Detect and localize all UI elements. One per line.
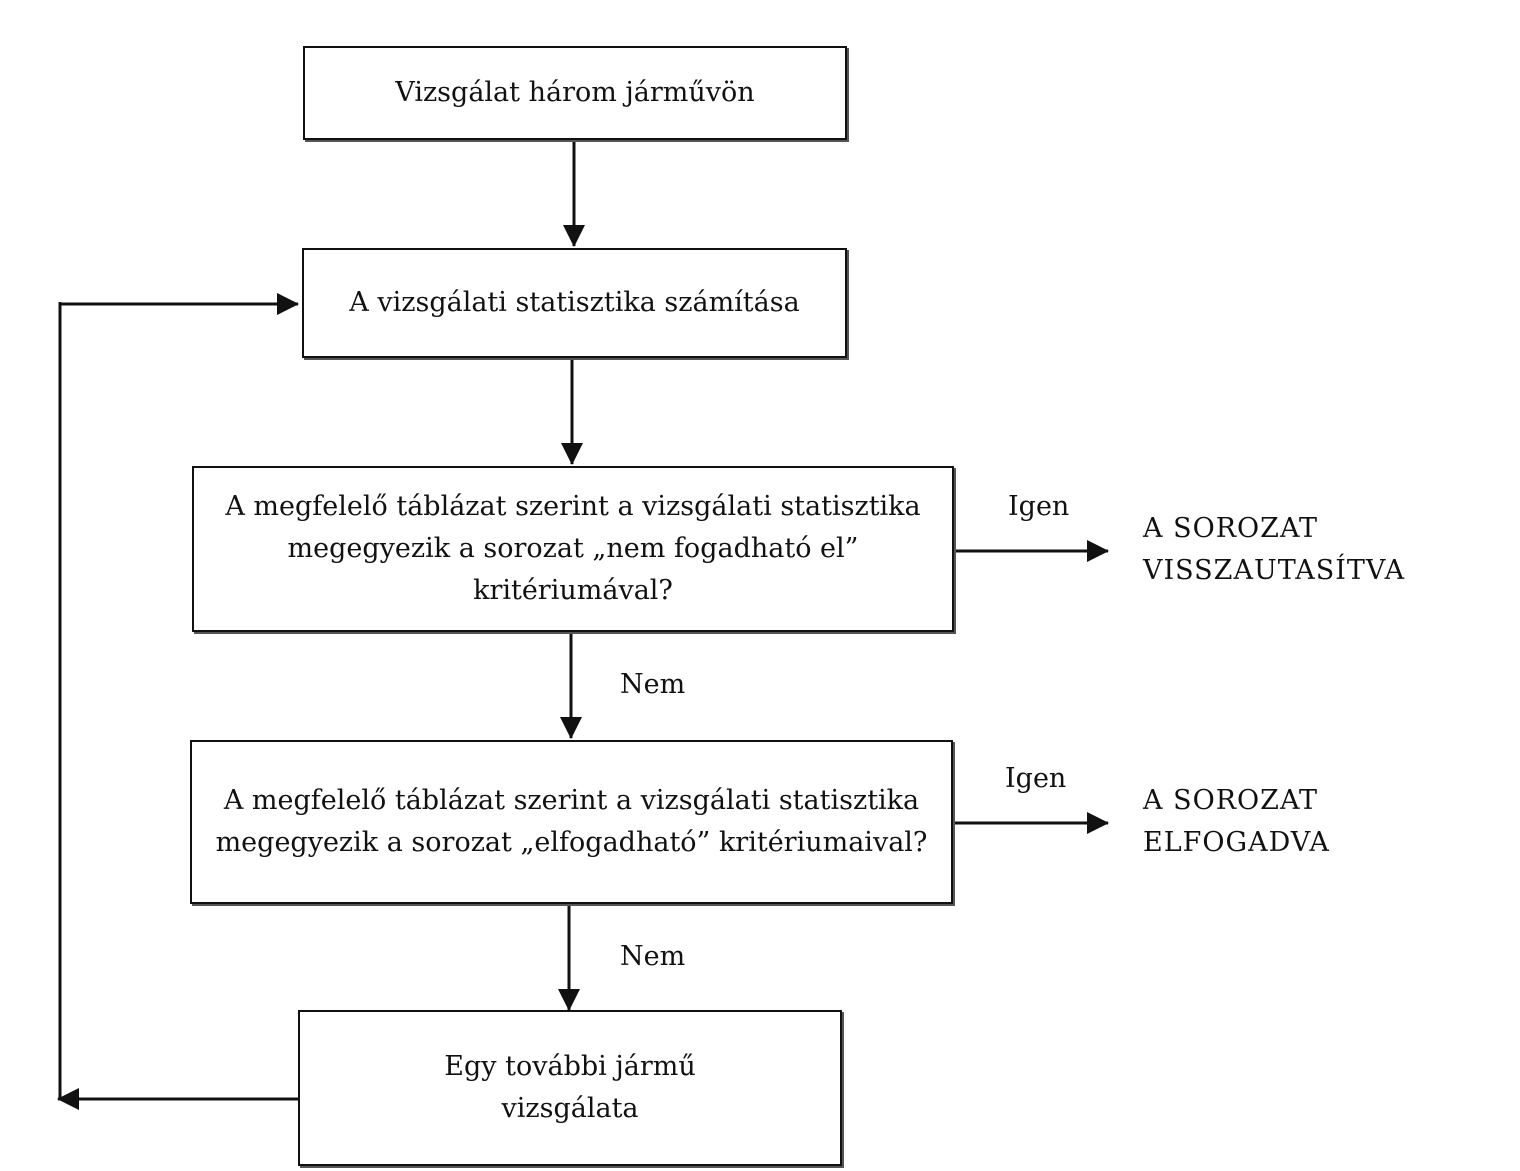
label-yes-1: Igen <box>1008 491 1070 522</box>
label-no-2: Nem <box>620 941 686 972</box>
decision-reject-line-3: kritériumával? <box>473 575 673 606</box>
step-additional-line-1: Egy további jármű <box>444 1051 696 1082</box>
outcome-rejected-line-2: VISSZAUTASÍTVA <box>1143 555 1406 586</box>
outcome-accepted-line-1: A SOROZAT <box>1143 785 1318 816</box>
decision-reject-line-1: A megfelelő táblázat szerint a vizsgálat… <box>225 491 921 522</box>
decision-accept-check: A megfelelő táblázat szerint a vizsgálat… <box>190 740 953 904</box>
outcome-rejected: A SOROZAT VISSZAUTASÍTVA <box>1143 508 1405 592</box>
decision-reject-check: A megfelelő táblázat szerint a vizsgálat… <box>192 466 954 632</box>
step-start: Vizsgálat három járművön <box>303 46 847 140</box>
step-additional-vehicle: Egy további jármű vizsgálata <box>298 1010 842 1166</box>
decision-accept-line-2: megegyezik a sorozat „elfogadható” krité… <box>215 827 928 858</box>
step-compute-text: A vizsgálati statisztika számítása <box>349 287 800 318</box>
label-no-1: Nem <box>620 669 686 700</box>
step-start-text: Vizsgálat három járművön <box>395 77 755 108</box>
outcome-accepted-line-2: ELFOGADVA <box>1143 827 1330 858</box>
outcome-accepted: A SOROZAT ELFOGADVA <box>1143 780 1330 864</box>
decision-reject-line-2: megegyezik a sorozat „nem fogadható el” <box>287 533 859 564</box>
label-yes-2: Igen <box>1005 763 1067 794</box>
step-compute: A vizsgálati statisztika számítása <box>302 248 847 358</box>
decision-accept-line-1: A megfelelő táblázat szerint a vizsgálat… <box>223 785 920 816</box>
outcome-rejected-line-1: A SOROZAT <box>1143 513 1318 544</box>
step-additional-line-2: vizsgálata <box>501 1093 639 1124</box>
